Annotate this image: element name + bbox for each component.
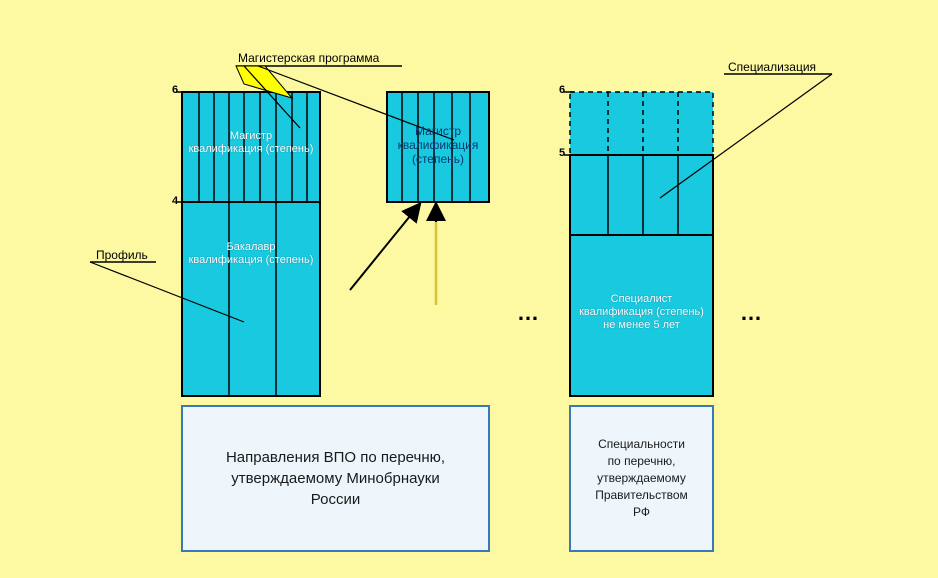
master-program-pointer-left bbox=[243, 65, 301, 129]
left-tick-label-4: 4 bbox=[172, 195, 179, 207]
specialist-block bbox=[569, 234, 714, 397]
bachelor-stripes bbox=[228, 202, 277, 396]
specialties-line4: Правительством bbox=[595, 488, 688, 502]
specialization-block bbox=[569, 154, 714, 236]
left-master-stripes bbox=[198, 92, 308, 202]
specialties-box: Специальности по перечню, утверждаемому … bbox=[569, 405, 714, 552]
specialties-line5: РФ bbox=[632, 505, 650, 519]
specialization-stripes bbox=[607, 155, 679, 235]
right-tick-label-5: 5 bbox=[559, 147, 566, 159]
left-master-block bbox=[181, 91, 321, 203]
profile-label: Профиль bbox=[96, 248, 148, 262]
bachelor-text: Бакалавр квалификация (степень) bbox=[182, 241, 320, 267]
left-master-line2: квалификация (степень) bbox=[188, 143, 314, 155]
specialization-dashed-stripes bbox=[607, 92, 679, 155]
right-tick-label-6: 6 bbox=[559, 84, 566, 96]
master-program-pointer-right bbox=[257, 65, 455, 141]
master-program-label: Магистерская программа bbox=[238, 51, 380, 65]
left-master-text: Магистр квалификация (степень) bbox=[182, 130, 320, 156]
middle-master-text: Магистр квалификация (степень) bbox=[387, 124, 489, 166]
middle-master-line2: квалификация bbox=[397, 138, 479, 152]
middle-master-line1: Магистр bbox=[414, 124, 462, 138]
specialization-label: Специализация bbox=[728, 60, 817, 74]
specialties-line3: утверждаемому bbox=[597, 471, 686, 485]
specialist-line2: квалификация (степень) bbox=[579, 306, 704, 318]
middle-master-line3: (степень) bbox=[411, 152, 465, 166]
middle-master-stripes bbox=[401, 92, 471, 202]
directions-box: Направления ВПО по перечню, утверждаемом… bbox=[181, 405, 490, 552]
specialist-line3: не менее 5 лет bbox=[603, 319, 680, 331]
directions-line3: России bbox=[310, 491, 361, 508]
specialties-line1: Специальности bbox=[598, 437, 685, 451]
directions-line1: Направления ВПО по перечню, bbox=[225, 449, 446, 466]
master-program-callout-wedge bbox=[235, 65, 294, 99]
profile-pointer bbox=[89, 261, 245, 323]
specialist-line1: Специалист bbox=[610, 293, 673, 305]
ellipsis-middle: … bbox=[517, 300, 541, 325]
bachelor-line2: квалификация (степень) bbox=[188, 254, 314, 266]
bachelor-block bbox=[181, 201, 321, 397]
ellipsis-right: … bbox=[740, 300, 764, 325]
left-master-line1: Магистр bbox=[229, 130, 273, 142]
specialist-text: Специалист квалификация (степень) не мен… bbox=[570, 293, 713, 332]
specialization-dashed-block bbox=[569, 91, 714, 156]
specialties-line2: по перечню, bbox=[607, 454, 676, 468]
directions-line2: утверждаемому Минобрнауки bbox=[231, 470, 440, 487]
bachelor-line1: Бакалавр bbox=[226, 241, 276, 253]
left-tick-label-6: 6 bbox=[172, 84, 179, 96]
arrow-diagonal bbox=[349, 201, 422, 291]
specialization-pointer bbox=[659, 73, 833, 199]
